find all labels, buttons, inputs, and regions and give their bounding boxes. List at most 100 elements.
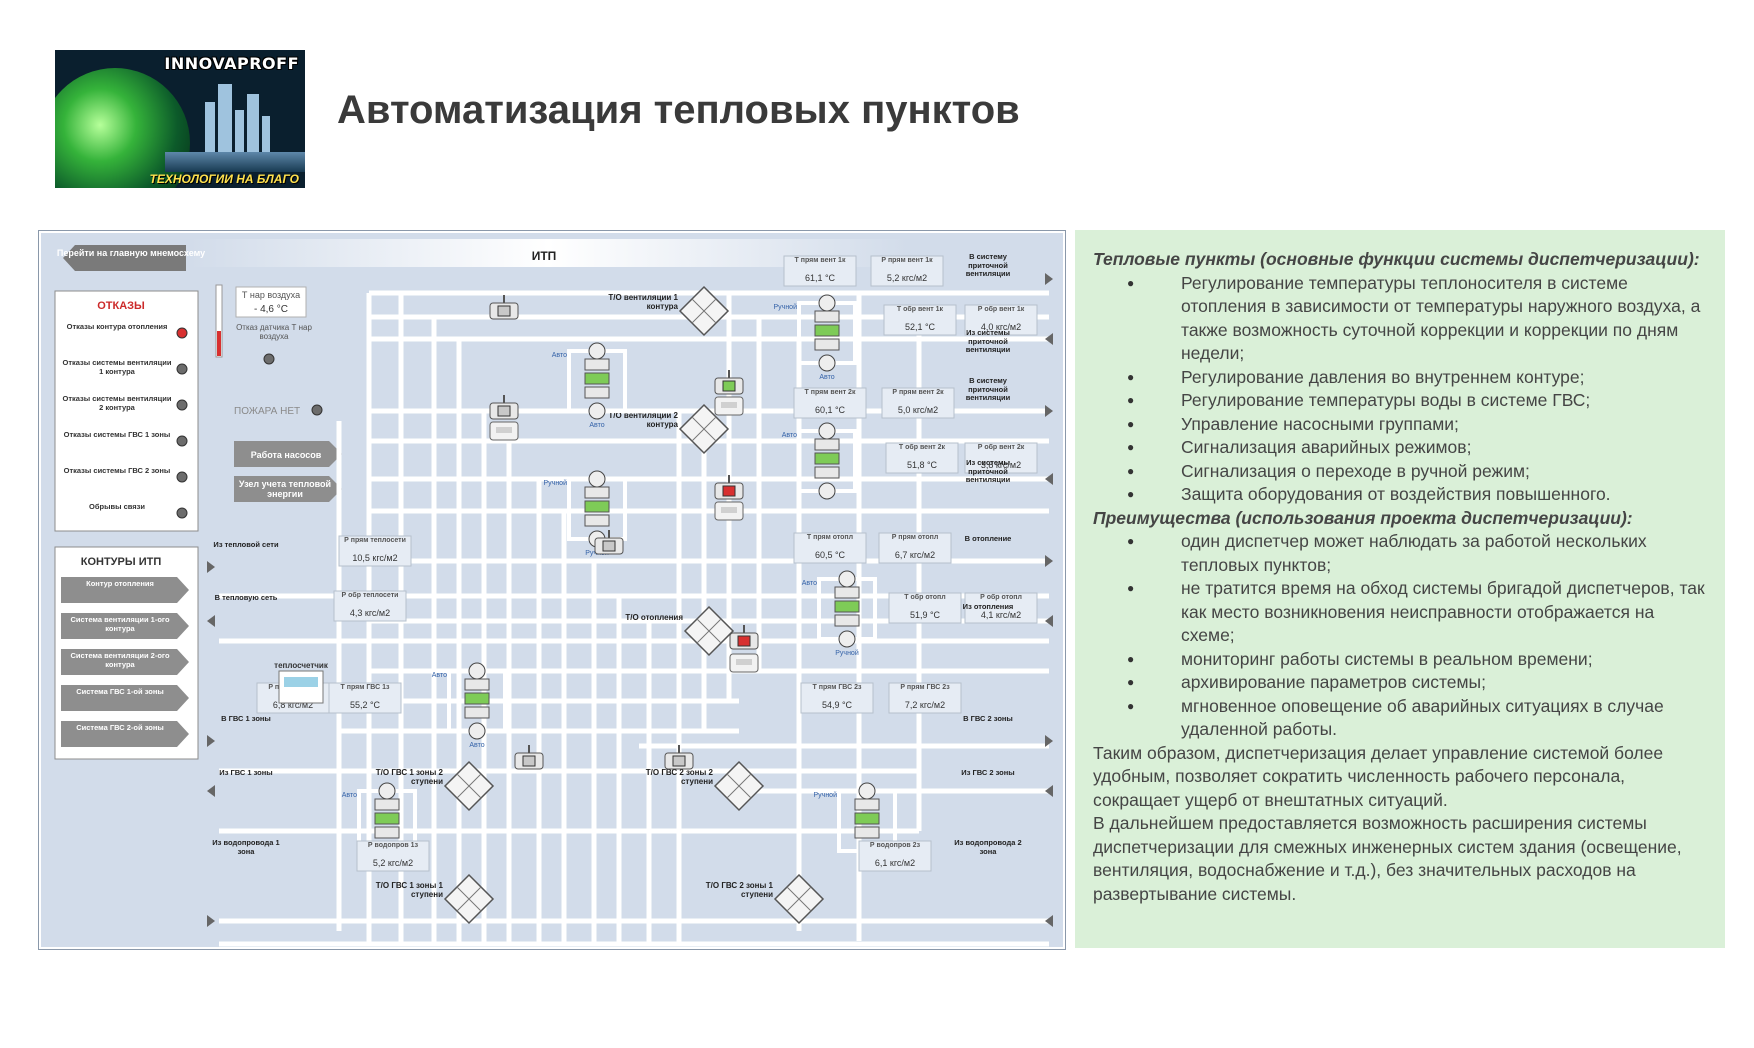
heat-exchanger[interactable]: Т/О ГВС 1 зоны 1 ступени <box>359 873 495 925</box>
pump-status-icon <box>834 614 860 627</box>
main-mnemonic-button[interactable]: Перейти на главную мнемосхему <box>57 245 205 271</box>
reading-label: Т прям ГВС 2з <box>812 684 862 691</box>
pump-icon <box>818 354 836 372</box>
port-label-box: Из водопровода 1 зона <box>212 839 280 856</box>
port-label: Из водопровода 1 зона <box>212 839 280 856</box>
logo-water <box>165 152 305 172</box>
heat-meter-screen <box>284 677 318 687</box>
fault-label-box: Отказы системы вентиляции 2 контура <box>63 395 172 411</box>
skyline-building <box>247 94 259 154</box>
pump-status-icon <box>854 798 880 811</box>
reading-label-box: Т прям ГВС 2з <box>812 684 862 691</box>
reading-label-box: Р обр теплосети <box>342 592 399 599</box>
circuit-button[interactable]: Система ГВС 1-ой зоны <box>61 685 189 711</box>
reading-label: Р водопров 1з <box>367 842 419 849</box>
pump-status-icon <box>854 826 880 839</box>
exchanger-label: Т/О ГВС 1 зоны 2 ступени <box>375 768 443 786</box>
thermometer-icon <box>215 284 223 358</box>
reading-p_gvs2: Р прям ГВС 2з7,2 кгс/м2 <box>888 682 962 714</box>
reading-value: 3,8 кгс/м2 <box>981 460 1021 470</box>
exchanger-label-box: Т/О вентиляции 2 контура <box>608 411 678 429</box>
reading-value: 5,2 кгс/м2 <box>373 858 413 868</box>
valve-icon[interactable] <box>514 745 544 770</box>
list-item: один диспетчер может наблюдать за работо… <box>1093 530 1705 577</box>
fault-lamp <box>176 399 188 411</box>
exchanger-label-box: Т/О вентиляции 1 контура <box>608 293 678 311</box>
mode-label: Авто <box>469 742 484 749</box>
port-label-box: В тепловую сеть <box>214 594 278 602</box>
circuit-button[interactable]: Система вентиляции 2-ого контура <box>61 649 189 675</box>
list-item: Регулирование температуры воды в системе… <box>1093 389 1705 413</box>
reading-label: Р прям ГВС 2з <box>900 684 950 691</box>
valve-icon[interactable] <box>729 625 759 650</box>
scada-panel: ИТП Перейти на главную мнемосхему ОТКАЗЫ… <box>38 230 1066 950</box>
pump-status-icon <box>464 706 490 719</box>
fire-lamp <box>311 404 323 416</box>
valve-icon[interactable] <box>714 370 744 395</box>
fire-status: ПОЖАРА НЕТ <box>234 406 300 417</box>
port-label-box: В систему приточной вентиляции <box>965 253 1011 278</box>
heat-meter-button[interactable]: Узел учета тепловой энергии <box>234 476 342 503</box>
reading-label: Р прям вент 2к <box>892 389 944 396</box>
pump-status-icon <box>464 678 490 691</box>
fault-label-box: Отказы системы ГВС 2 зоны <box>64 467 171 475</box>
port-label-box: В ГВС 1 зоны <box>221 715 271 723</box>
mode-label: Ручной <box>814 791 838 799</box>
list-item: архивирование параметров системы; <box>1093 671 1705 695</box>
heat-exchanger[interactable]: Т/О отопления <box>599 605 735 657</box>
heat-meter-caption: теплосчетчик <box>274 661 329 670</box>
logo-brand: INNOVAPROFF <box>164 54 299 73</box>
circuit-label: Контур отопления <box>86 580 154 588</box>
flow-arrow-icon <box>207 561 215 573</box>
reading-value: 52,1 °С <box>905 322 936 332</box>
reading-label: Р прям теплосети <box>344 537 406 544</box>
heat-exchanger[interactable]: Т/О ГВС 1 зоны 2 ступени <box>359 760 495 812</box>
pump-status-icon <box>834 600 860 613</box>
valve-icon[interactable] <box>664 745 694 770</box>
pump-group[interactable]: Авто <box>782 422 857 500</box>
flow-arrow-icon <box>207 915 215 927</box>
list-item: Сигнализация о переходе в ручной режим; <box>1093 460 1705 484</box>
valve-icon[interactable] <box>489 295 519 320</box>
port-label-box: Из системы приточной вентиляции <box>966 329 1010 354</box>
port-label-box: В отопление <box>965 535 1012 543</box>
heat-exchanger[interactable]: Т/О вентиляции 1 контура <box>594 285 730 337</box>
pump-icon <box>468 662 486 680</box>
reading-label-box: Р обр отопл <box>980 594 1022 601</box>
flow-arrow-icon <box>1045 615 1053 627</box>
reading-label-box: Р прям вент 2к <box>892 389 944 396</box>
pump-status-icon <box>584 500 610 513</box>
exchanger-label-box: Т/О ГВС 1 зоны 2 ступени <box>375 768 443 786</box>
valve-icon[interactable] <box>594 530 624 555</box>
pumps-button[interactable]: Работа насосов <box>234 441 342 467</box>
circuit-button[interactable]: Контур отопления <box>61 577 189 603</box>
valve-icon[interactable] <box>489 395 519 420</box>
outside-air-box <box>235 286 307 318</box>
heat-exchanger[interactable]: Т/О ГВС 2 зоны 1 ступени <box>689 873 825 925</box>
heat-exchanger[interactable]: Т/О вентиляции 2 контура <box>594 403 730 455</box>
valve-icon[interactable] <box>714 475 744 500</box>
port-label: В ГВС 1 зоны <box>221 715 271 723</box>
heat-exchanger[interactable]: Т/О ГВС 2 зоны 2 ступени <box>629 760 765 812</box>
reading-label-box: Т прям вент 2к <box>804 389 856 396</box>
circuit-button[interactable]: Система вентиляции 1-ого контура <box>61 613 189 639</box>
reading-label: Т прям вент 2к <box>804 389 856 396</box>
reading-value: 60,1 °С <box>815 405 846 415</box>
reading-label: Т обр вент 1к <box>896 306 944 313</box>
pump-status-icon <box>814 324 840 337</box>
port-label: В тепловую сеть <box>214 594 278 602</box>
pump-status-icon <box>584 486 610 499</box>
port-label-box: В ГВС 2 зоны <box>963 715 1013 723</box>
pump-icon <box>378 782 396 800</box>
port-label: В систему приточной вентиляции <box>965 253 1011 278</box>
circuit-button[interactable]: Система ГВС 2-ой зоны <box>61 721 189 747</box>
fault-lamp <box>176 327 188 339</box>
